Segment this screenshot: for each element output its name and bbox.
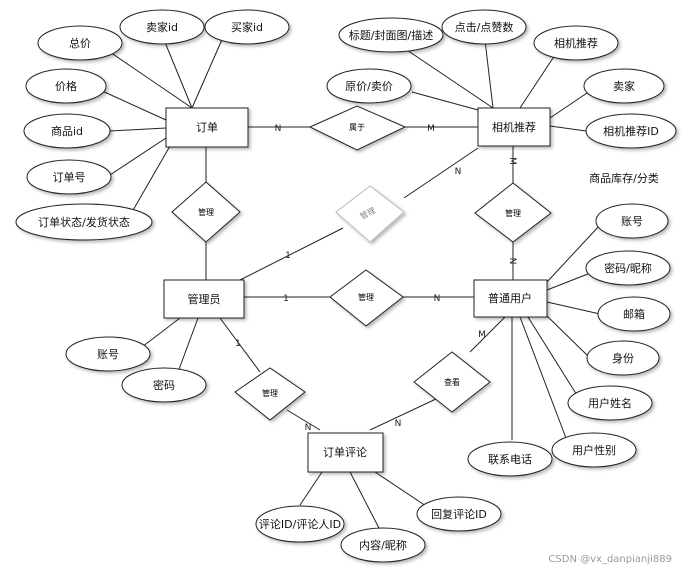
attr-user-name: 用户姓名	[567, 385, 653, 421]
svg-text:总价: 总价	[69, 36, 91, 50]
svg-text:N: N	[275, 124, 282, 134]
relation-manage-rec: 管理	[335, 185, 405, 243]
entity-admin: 管理员	[163, 279, 245, 319]
relation-manage-comment-label: 管理	[262, 388, 278, 398]
attr-comment-content: 内容/昵称	[340, 527, 426, 563]
svg-text:评论ID/评论人ID: 评论ID/评论人ID	[259, 517, 341, 531]
svg-text:卖家id: 卖家id	[146, 20, 178, 34]
relation-manage-user-rec: 管理	[474, 182, 552, 243]
entity-camera-rec-label: 相机推荐	[492, 120, 536, 134]
attr-order-price: 价格	[25, 68, 107, 104]
svg-text:价格: 价格	[55, 79, 77, 93]
relation-manage-comment: 管理	[234, 367, 306, 421]
entity-comment-label: 订单评论	[323, 445, 367, 459]
svg-text:用户姓名: 用户姓名	[588, 396, 632, 410]
attr-user-role: 身份	[586, 340, 660, 376]
svg-text:N: N	[455, 167, 462, 177]
attr-user-account: 账号	[595, 203, 669, 239]
attr-user-password: 密码/昵称	[585, 250, 671, 286]
attr-user-gender: 用户性别	[551, 432, 637, 468]
svg-text:买家id: 买家id	[231, 20, 263, 34]
svg-text:相机推荐ID: 相机推荐ID	[603, 124, 659, 138]
svg-text:密码/昵称: 密码/昵称	[604, 261, 652, 275]
entity-order: 订单	[165, 107, 249, 148]
svg-text:原价/卖价: 原价/卖价	[345, 80, 393, 93]
attr-order-seller-id: 卖家id	[119, 9, 205, 45]
entity-comment: 订单评论	[307, 432, 384, 473]
svg-text:点击/点赞数: 点击/点赞数	[455, 21, 514, 34]
attr-rec-seller: 卖家	[583, 68, 665, 104]
relation-belongs-label: 属于	[349, 123, 365, 132]
attr-order-number: 订单号	[26, 159, 112, 195]
attr-user-phone: 联系电话	[467, 441, 553, 477]
relation-view-label: 查看	[444, 377, 460, 387]
relation-manage-order-label: 管理	[198, 207, 214, 217]
attr-order-total-price: 总价	[37, 25, 123, 61]
entity-user: 普通用户	[473, 279, 548, 318]
svg-text:账号: 账号	[97, 348, 119, 361]
attr-rec-likes: 点击/点赞数	[441, 9, 527, 45]
attr-admin-password: 密码	[121, 367, 207, 403]
attr-comment-ids: 评论ID/评论人ID	[255, 505, 345, 543]
attr-rec-name: 相机推荐	[533, 25, 619, 61]
entity-user-label: 普通用户	[488, 291, 532, 305]
svg-text:订单状态/发货状态: 订单状态/发货状态	[38, 215, 130, 229]
svg-text:1: 1	[285, 251, 291, 261]
attr-user-email: 邮箱	[597, 296, 671, 332]
attr-comment-reply-id: 回复评论ID	[416, 496, 502, 532]
svg-text:商品id: 商品id	[51, 124, 83, 138]
svg-text:1: 1	[235, 339, 241, 349]
svg-text:密码: 密码	[153, 378, 175, 392]
svg-text:M: M	[507, 157, 517, 165]
svg-text:联系电话: 联系电话	[488, 453, 532, 466]
relation-manage-user-admin: 管理	[329, 269, 404, 327]
relation-manage-user-admin-label: 管理	[358, 292, 374, 302]
svg-text:N: N	[434, 294, 441, 304]
entity-admin-label: 管理员	[188, 292, 221, 306]
watermark: CSDN @vx_danpianji889	[548, 554, 672, 565]
svg-text:身份: 身份	[612, 351, 634, 365]
entity-order-label: 订单	[196, 121, 218, 134]
attr-order-status: 订单状态/发货状态	[15, 203, 153, 241]
connector-lines	[99, 31, 601, 531]
cardinality-labels: N M N 1 M N 1 N 1 N M N	[235, 124, 517, 433]
svg-text:邮箱: 邮箱	[623, 307, 645, 321]
svg-text:账号: 账号	[621, 215, 643, 228]
svg-text:用户性别: 用户性别	[572, 443, 616, 457]
attr-rec-stock: 商品库存/分类	[589, 171, 659, 185]
attr-admin-account: 账号	[65, 336, 151, 372]
attr-rec-title: 标题/封面图/描述	[338, 17, 444, 53]
svg-text:标题/封面图/描述: 标题/封面图/描述	[349, 28, 433, 42]
svg-text:订单号: 订单号	[53, 171, 86, 184]
svg-text:内容/昵称: 内容/昵称	[359, 538, 407, 552]
attr-rec-id: 相机推荐ID	[585, 113, 677, 149]
entity-camera-rec: 相机推荐	[477, 107, 551, 147]
relation-manage-user-rec-label: 管理	[505, 208, 521, 218]
svg-text:N: N	[305, 423, 312, 433]
relation-view: 查看	[413, 351, 491, 413]
svg-text:回复评论ID: 回复评论ID	[431, 507, 487, 521]
svg-text:M: M	[427, 124, 435, 134]
relation-manage-order: 管理	[171, 181, 241, 243]
svg-text:1: 1	[283, 294, 289, 304]
relation-belongs: 属于	[308, 105, 407, 151]
svg-text:M: M	[478, 330, 486, 340]
svg-text:相机推荐: 相机推荐	[554, 36, 598, 50]
attr-order-buyer-id: 买家id	[204, 9, 290, 45]
svg-text:N: N	[507, 258, 517, 265]
svg-text:N: N	[395, 419, 402, 429]
svg-text:卖家: 卖家	[613, 79, 635, 93]
attr-rec-price: 原价/卖价	[326, 68, 412, 104]
attr-order-product-id: 商品id	[23, 113, 111, 149]
svg-text:商品库存/分类: 商品库存/分类	[589, 171, 659, 185]
